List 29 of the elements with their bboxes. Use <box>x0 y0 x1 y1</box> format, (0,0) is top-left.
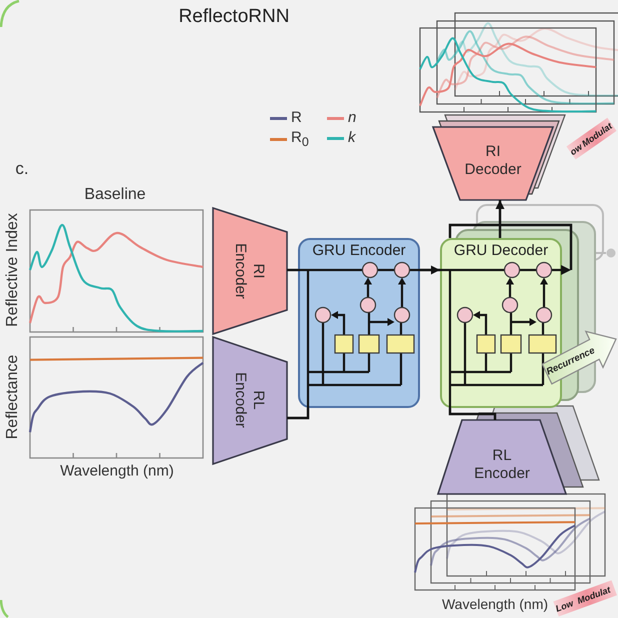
encoder-block <box>212 207 288 335</box>
box-title: GRU Decoder <box>454 242 548 260</box>
legend-label: k <box>348 130 356 146</box>
encoder-block <box>212 336 288 465</box>
axis-title: Wavelength (nm) <box>442 596 548 612</box>
connector-line <box>448 408 496 420</box>
block-label: RL Encoder <box>473 447 531 483</box>
legend-label: R <box>291 110 302 126</box>
block-label: RI Encoder <box>231 242 267 301</box>
diagram-title: ReflectoRNN <box>178 6 290 28</box>
connector-line <box>287 408 310 420</box>
legend-label: R$_{0}$ <box>291 130 309 150</box>
block-label: RI Decoder <box>464 143 522 179</box>
plot-title: Baseline <box>84 186 146 204</box>
band-label: Low <box>554 598 574 614</box>
encoder-block <box>437 419 567 495</box>
band-label: ow <box>568 142 584 157</box>
block-label: RL Encoder <box>231 371 267 430</box>
axis-title: Wavelength (nm) <box>60 462 174 480</box>
legend-label: n <box>348 110 356 126</box>
panel-letter: c. <box>15 159 29 179</box>
box-title: GRU Encoder <box>312 242 406 260</box>
axis-title: Reflective Index <box>4 213 22 327</box>
arrow <box>496 200 504 238</box>
connector-line <box>287 268 298 272</box>
axis-title: Reflectance <box>4 354 22 440</box>
decoder-block <box>432 126 554 201</box>
arrow <box>448 224 572 275</box>
arrow <box>420 266 440 274</box>
